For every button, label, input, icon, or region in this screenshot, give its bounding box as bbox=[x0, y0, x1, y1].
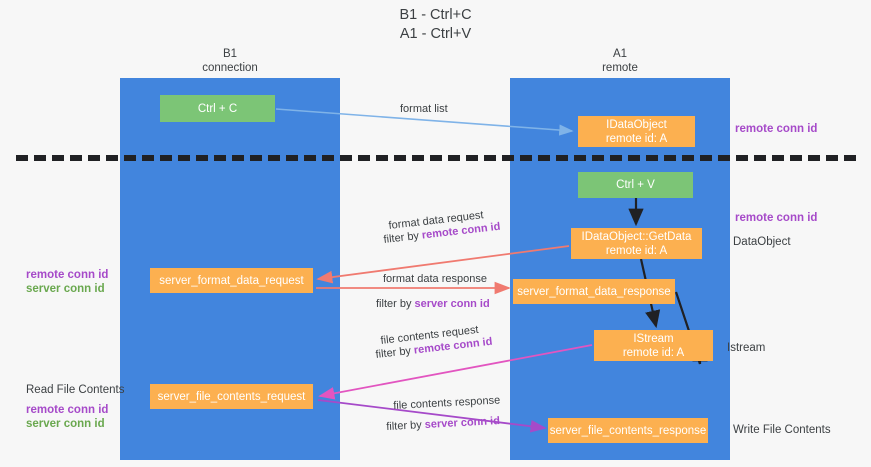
filter-by-text: filter by bbox=[375, 344, 415, 361]
server-conn-id-text: server conn id bbox=[414, 298, 490, 310]
filter-by-text: filter by bbox=[376, 298, 415, 310]
box-server-file-contents-response-label: server_file_contents_response bbox=[549, 424, 707, 437]
remote-conn-id-text: remote conn id bbox=[26, 269, 109, 281]
box-ctrl-v-label: Ctrl + V bbox=[616, 179, 655, 191]
box-server-format-data-response-label: server_format_data_response bbox=[517, 285, 671, 298]
box-idataobject-line1: IDataObject bbox=[606, 118, 667, 131]
side-label-istream: Istream bbox=[727, 342, 766, 354]
box-server-format-data-response[interactable]: server_format_data_response bbox=[513, 279, 675, 304]
box-idataobject-line2: remote id: A bbox=[605, 132, 668, 145]
arrow-label-format-list: format list bbox=[400, 103, 448, 115]
filter-by-text: filter by bbox=[386, 418, 426, 433]
legend-conn-ids-left-top: remote conn id server conn id bbox=[26, 268, 108, 296]
column-header-b1-name: B1 bbox=[222, 48, 238, 60]
remote-conn-id-text: remote conn id bbox=[735, 212, 818, 224]
box-ctrl-v[interactable]: Ctrl + V bbox=[578, 172, 693, 198]
column-header-b1: B1 connection bbox=[120, 48, 340, 75]
column-header-a1-name: A1 bbox=[612, 48, 628, 60]
column-header-a1: A1 remote bbox=[510, 48, 730, 75]
box-idataobject-getdata[interactable]: IDataObject::GetData remote id: A bbox=[571, 228, 702, 259]
side-label-read-file-contents: Read File Contents bbox=[26, 384, 125, 396]
box-server-file-contents-request-label: server_file_contents_request bbox=[157, 390, 306, 403]
box-server-format-data-request[interactable]: server_format_data_request bbox=[150, 268, 313, 293]
box-istream-line1: IStream bbox=[633, 332, 674, 345]
box-ctrl-c-label: Ctrl + C bbox=[197, 102, 238, 115]
title-line-1: B1 - Ctrl+C bbox=[399, 7, 472, 23]
legend-remote-conn-id-top: remote conn id bbox=[735, 122, 817, 136]
remote-conn-id-text: remote conn id bbox=[26, 404, 109, 416]
server-conn-id-text: server conn id bbox=[26, 283, 105, 295]
column-header-a1-role: remote bbox=[602, 61, 638, 74]
arrow-label-format-data-response: format data response bbox=[383, 273, 487, 285]
page-title: B1 - Ctrl+C A1 - Ctrl+V bbox=[0, 6, 871, 44]
remote-conn-id-text: remote conn id bbox=[735, 123, 818, 135]
box-ctrl-c[interactable]: Ctrl + C bbox=[160, 95, 275, 122]
arrow-label-format-data-response-filter: filter by server conn id bbox=[376, 298, 490, 310]
box-istream-line2: remote id: A bbox=[622, 346, 685, 359]
box-getdata-line2: remote id: A bbox=[605, 244, 668, 257]
column-header-b1-role: connection bbox=[202, 61, 258, 74]
server-conn-id-text: server conn id bbox=[424, 415, 501, 431]
side-label-dataobject: DataObject bbox=[733, 236, 791, 248]
side-label-write-file-contents: Write File Contents bbox=[733, 424, 831, 436]
box-server-file-contents-response[interactable]: server_file_contents_response bbox=[548, 418, 708, 443]
arrow-label-file-contents-response-filter: filter by server conn id bbox=[386, 415, 500, 433]
arrow-label-file-contents-response: file contents response bbox=[393, 394, 501, 412]
filter-by-text: filter by bbox=[383, 229, 423, 246]
server-conn-id-text: server conn id bbox=[26, 418, 105, 430]
phase-divider bbox=[16, 155, 856, 161]
box-istream[interactable]: IStream remote id: A bbox=[594, 330, 713, 361]
box-getdata-line1: IDataObject::GetData bbox=[581, 230, 692, 243]
title-line-2: A1 - Ctrl+V bbox=[399, 26, 472, 42]
box-server-file-contents-request[interactable]: server_file_contents_request bbox=[150, 384, 313, 409]
box-idataobject[interactable]: IDataObject remote id: A bbox=[578, 116, 695, 147]
box-server-format-data-request-label: server_format_data_request bbox=[159, 274, 304, 287]
legend-remote-conn-id-mid: remote conn id bbox=[735, 211, 817, 225]
legend-conn-ids-left-bottom: remote conn id server conn id bbox=[26, 403, 108, 431]
